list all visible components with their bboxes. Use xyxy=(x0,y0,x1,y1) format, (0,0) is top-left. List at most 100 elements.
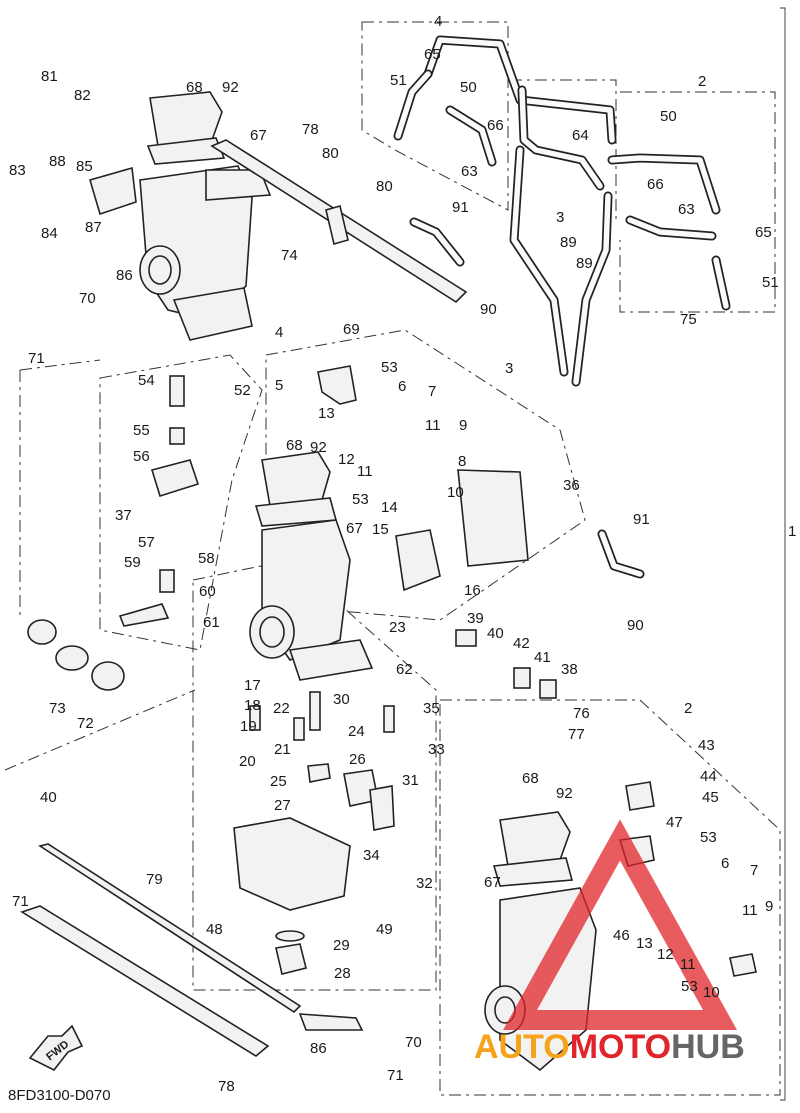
callout-number: 90 xyxy=(627,617,644,634)
callout-number: 47 xyxy=(666,814,683,831)
callout-number: 78 xyxy=(218,1078,235,1095)
callout-number: 91 xyxy=(633,511,650,528)
callout-number: 54 xyxy=(138,372,155,389)
svg-text:AUTOMOTOHUB: AUTOMOTOHUB xyxy=(474,1028,745,1066)
callout-number: 15 xyxy=(372,521,389,538)
callout-number: 57 xyxy=(138,534,155,551)
callout-number: 60 xyxy=(199,583,216,600)
callout-number: 7 xyxy=(428,383,436,400)
callout-number: 88 xyxy=(49,153,66,170)
callout-number: 91 xyxy=(452,199,469,216)
callout-number: 68 xyxy=(522,770,539,787)
callout-number: 69 xyxy=(343,321,360,338)
callout-number: 30 xyxy=(333,691,350,708)
callout-number: 92 xyxy=(222,79,239,96)
callout-number: 70 xyxy=(79,290,96,307)
callout-number: 61 xyxy=(203,614,220,631)
callout-number: 59 xyxy=(124,554,141,571)
callout-number: 65 xyxy=(755,224,772,241)
callout-number: 18 xyxy=(244,697,261,714)
callout-number: 64 xyxy=(572,127,589,144)
throttle-shaft-upper xyxy=(210,139,468,304)
callout-number: 71 xyxy=(28,350,45,367)
callout-number: 41 xyxy=(534,649,551,666)
callout-number: 49 xyxy=(376,921,393,938)
watermark-triangle-icon xyxy=(503,819,737,1030)
callout-number: 92 xyxy=(310,439,327,456)
callout-number: 31 xyxy=(402,772,419,789)
callout-number: 44 xyxy=(700,768,717,785)
callout-number: 78 xyxy=(302,121,319,138)
callout-number: 11 xyxy=(742,902,758,919)
small-parts xyxy=(27,375,557,831)
callout-number: 71 xyxy=(387,1067,404,1084)
callout-number: 28 xyxy=(334,965,351,982)
callout-number: 6 xyxy=(721,855,729,872)
callout-number: 62 xyxy=(396,661,413,678)
callout-number: 4 xyxy=(275,324,283,341)
callout-number: 34 xyxy=(363,847,380,864)
float-bowl xyxy=(233,817,351,975)
callout-number: 26 xyxy=(349,751,366,768)
callout-number: 4 xyxy=(434,13,442,30)
callout-number: 84 xyxy=(41,225,58,242)
callout-number: 38 xyxy=(561,661,578,678)
forward-arrow-icon: FWD xyxy=(28,1024,84,1072)
callout-number: 55 xyxy=(133,422,150,439)
callout-number: 25 xyxy=(270,773,287,790)
callout-number: 71 xyxy=(12,893,29,910)
callout-number: 80 xyxy=(376,178,393,195)
callout-number: 53 xyxy=(381,359,398,376)
callout-number: 7 xyxy=(750,862,758,879)
callout-number: 2 xyxy=(684,700,692,717)
callout-number: 68 xyxy=(186,79,203,96)
callout-number: 90 xyxy=(480,301,497,318)
vent-hoses xyxy=(393,35,731,579)
callout-number: 10 xyxy=(447,484,464,501)
callout-number: 67 xyxy=(250,127,267,144)
callout-number: 56 xyxy=(133,448,150,465)
callout-number: 9 xyxy=(765,898,773,915)
callout-number: 40 xyxy=(487,625,504,642)
callout-number: 24 xyxy=(348,723,365,740)
callout-number: 43 xyxy=(698,737,715,754)
callout-number: 53 xyxy=(352,491,369,508)
callout-number: 37 xyxy=(115,507,132,524)
callout-number: 50 xyxy=(660,108,677,125)
callout-number: 21 xyxy=(274,741,291,758)
callout-number: 42 xyxy=(513,635,530,652)
callout-number: 92 xyxy=(556,785,573,802)
callout-number: 72 xyxy=(77,715,94,732)
callout-number: 32 xyxy=(416,875,433,892)
callout-number: 9 xyxy=(459,417,467,434)
callout-number: 33 xyxy=(428,741,445,758)
callout-number: 67 xyxy=(484,874,501,891)
callout-number: 53 xyxy=(681,978,698,995)
watermark-word-hub: HUB xyxy=(671,1028,745,1066)
callout-number: 63 xyxy=(461,163,478,180)
callout-number: 35 xyxy=(423,700,440,717)
callout-number: 75 xyxy=(680,311,697,328)
callout-number: 73 xyxy=(49,700,66,717)
assembly-bracket: 1 xyxy=(780,7,796,1101)
callout-number: 10 xyxy=(703,984,720,1001)
callout-number: 89 xyxy=(576,255,593,272)
callout-number: 11 xyxy=(425,417,441,434)
callout-number: 66 xyxy=(487,117,504,134)
callout-number: 86 xyxy=(310,1040,327,1057)
callout-number: 48 xyxy=(206,921,223,938)
carburetor-upper-left xyxy=(89,91,272,341)
callout-number: 76 xyxy=(573,705,590,722)
callout-number: 5 xyxy=(275,377,283,394)
callout-number: 74 xyxy=(281,247,298,264)
callout-number: 51 xyxy=(762,274,779,291)
callout-number: 46 xyxy=(613,927,630,944)
callout-number: 58 xyxy=(198,550,215,567)
callout-number: 6 xyxy=(398,378,406,395)
throttle-shaft-lower xyxy=(20,843,364,1057)
callout-number: 79 xyxy=(146,871,163,888)
watermark-word-moto: MOTO xyxy=(570,1028,671,1066)
callout-number: 40 xyxy=(40,789,57,806)
callout-number: 12 xyxy=(657,946,674,963)
callout-number: 87 xyxy=(85,219,102,236)
